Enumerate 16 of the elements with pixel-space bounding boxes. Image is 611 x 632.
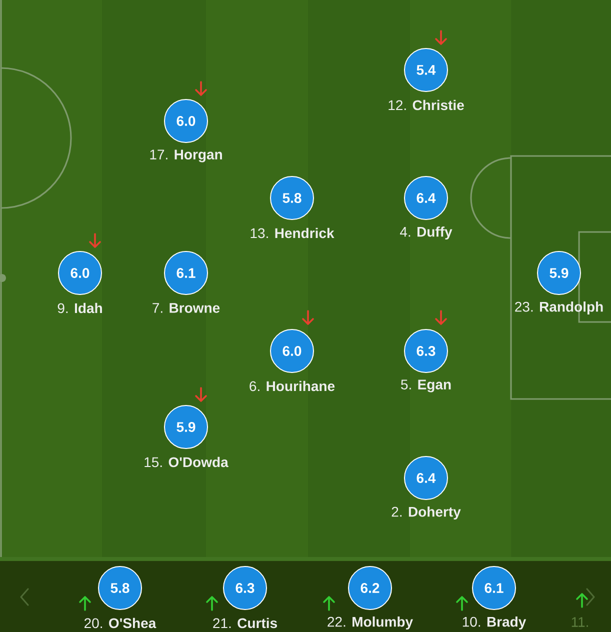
player-name: 22. Molumby: [328, 616, 413, 630]
player-name: 12. Christie: [388, 100, 464, 110]
player-name: 7. Browne: [152, 303, 220, 313]
shirt-number: 11.: [572, 617, 588, 627]
player-name: 21. Curtis: [213, 618, 277, 628]
player-name: 6. Hourihane: [250, 380, 335, 392]
player-name: 5. Egan: [401, 380, 451, 392]
player-name: 10. Brady: [462, 616, 526, 630]
player-name: 23. Randolph: [515, 301, 603, 315]
player-name: 20. O'Shea: [84, 618, 156, 628]
player-name: 2. Doherty: [392, 506, 461, 520]
player-name: 9. Idah: [58, 302, 102, 314]
player-name: 15. O'Dowda: [144, 456, 228, 468]
player-name: 4. Duffy: [400, 226, 452, 240]
player-name: 17. Horgan: [150, 150, 222, 162]
player-name: 13. Hendrick: [250, 228, 334, 238]
